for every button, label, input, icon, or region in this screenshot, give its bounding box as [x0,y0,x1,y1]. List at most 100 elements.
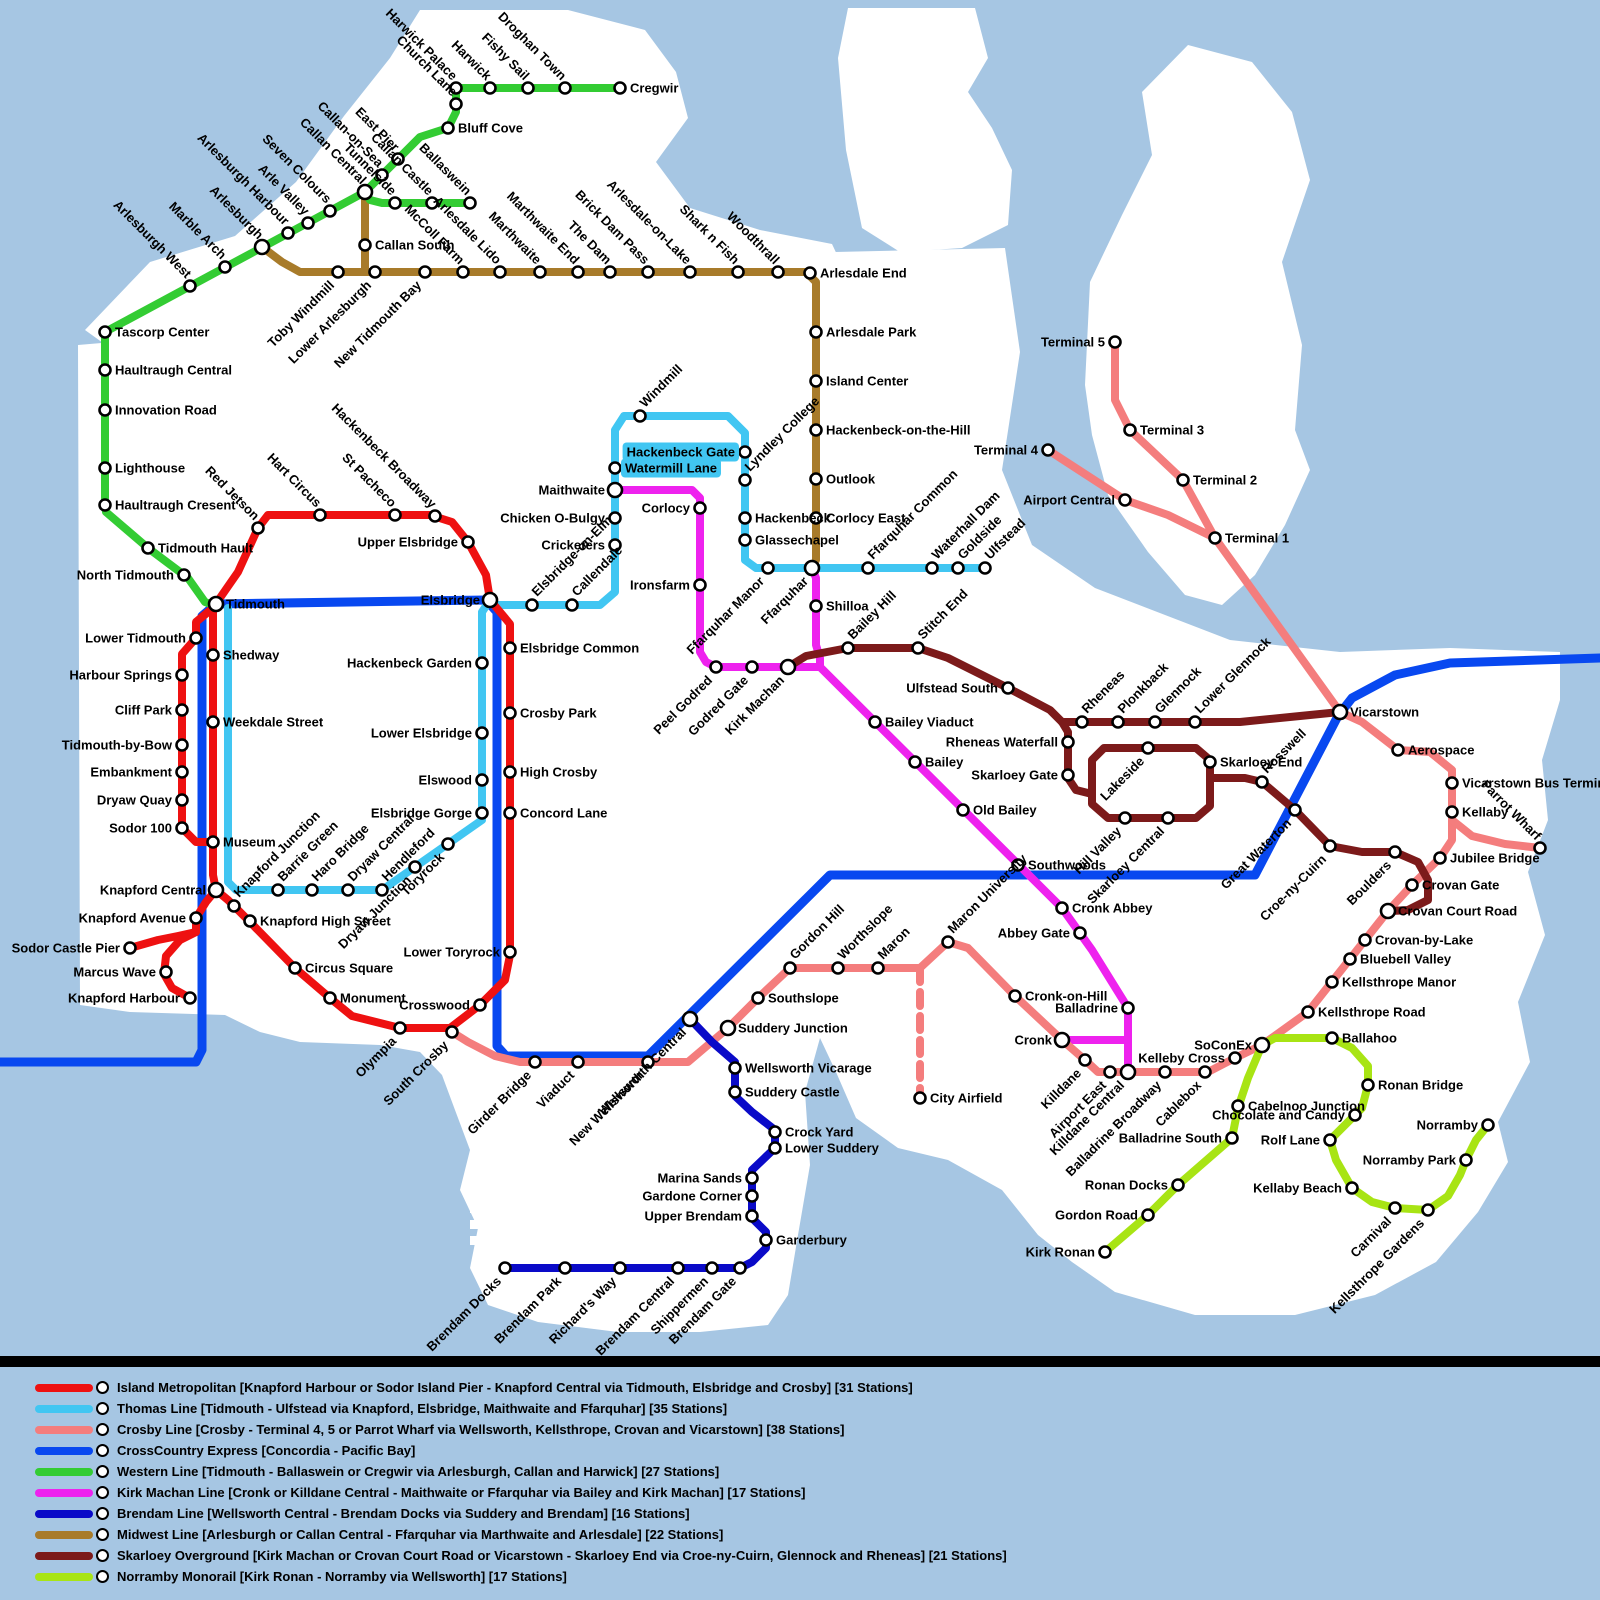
station-marker [323,991,337,1005]
station-label: Crovan-by-Lake [1375,933,1473,948]
station-marker [941,935,955,949]
dock-pier [470,1204,565,1213]
station-marker [456,265,470,279]
station-marker [868,715,882,729]
line-island-metropolitan [160,886,220,1002]
station-marker [449,97,463,111]
station-label: Terminal 3 [1140,423,1204,438]
station-label: Corlocy East [826,511,906,526]
station-label: Hackenbeck [755,511,832,526]
station-label: Lower Toryrock [403,945,500,960]
station-marker [1343,952,1357,966]
station-label: Chocolate and Candy [1212,1108,1346,1123]
station-marker [177,568,191,582]
station-marker [1075,715,1089,729]
legend-item: Western Line [Tidmouth - Ballaswein or C… [35,1461,1600,1482]
station-marker [1121,1001,1135,1015]
station-marker [206,835,220,849]
station-label: Ronan Docks [1085,1178,1168,1193]
station-marker [207,881,225,899]
station-marker [206,648,220,662]
station-marker [375,168,389,182]
station-label: Suddery Castle [745,1085,840,1100]
station-label: Marina Sands [657,1171,742,1186]
station-label: Knapford High Street [260,914,391,929]
station-marker [1161,811,1175,825]
station-marker [728,1085,742,1099]
legend-station-icon [96,1381,109,1394]
legend-label: Western Line [Tidmouth - Ballaswein or C… [117,1464,720,1479]
station-label: Southwoods [1028,858,1106,873]
station-marker [1301,1005,1315,1019]
station-marker [705,1261,719,1275]
station-label: Norramby Park [1363,1153,1457,1168]
station-marker [571,1055,585,1069]
station-label: Crosswood [399,998,470,1013]
station-label: Tidmouth [226,597,285,612]
station-marker [913,1091,927,1105]
station-marker [571,265,585,279]
legend-label: Thomas Line [Tidmouth - Ulfstead via Kna… [117,1401,728,1416]
station-label: Tidmouth Hault [158,541,254,556]
station-marker [731,265,745,279]
station-marker [809,374,823,388]
station-label-highlight [622,442,739,462]
station-label: Innovation Road [115,403,217,418]
station-marker [1323,1133,1337,1147]
station-marker [745,1189,759,1203]
station-marker [521,81,535,95]
station-marker [1176,473,1190,487]
station-marker [475,773,489,787]
station-marker [558,81,572,95]
station-label: Cronk-on-Hill [1025,989,1107,1004]
station-marker [1001,681,1015,695]
station-marker [809,325,823,339]
station-marker [313,508,327,522]
station-label: Crosby Park [520,706,597,721]
station-marker [728,1061,742,1075]
station-marker [908,755,922,769]
legend-label: Kirk Machan Line [Cronk or Killdane Cent… [117,1485,806,1500]
station-label: Hackenbeck-on-the-Hill [826,423,970,438]
station-marker [606,481,624,499]
station-marker [1188,715,1202,729]
station-marker [956,803,970,817]
station-marker [1041,443,1055,457]
station-marker [98,403,112,417]
station-marker [481,591,499,609]
station-label: Haultraugh Central [115,363,232,378]
station-marker [475,806,489,820]
station-marker [503,706,517,720]
station-marker [738,511,752,525]
station-label: Skarloey End [1220,755,1302,770]
station-label: Gardone Corner [642,1189,742,1204]
legend-label: CrossCountry Express [Concordia - Pacifi… [117,1443,416,1458]
station-marker [761,561,775,575]
station-marker [175,703,189,717]
station-marker [1098,1245,1112,1259]
station-marker [98,498,112,512]
station-marker [189,911,203,925]
station-marker [733,1261,747,1275]
station-marker [503,806,517,820]
station-marker [251,521,265,535]
station-marker [745,660,759,674]
station-label: Maithwaite [539,483,605,498]
station-label: Dryaw Quay [97,793,173,808]
station-marker [693,501,707,515]
station-marker [368,265,382,279]
station-marker [613,1261,627,1275]
station-marker [175,793,189,807]
station-marker [978,561,992,575]
station-label: Norramby [1417,1118,1479,1133]
station-marker [1361,1078,1375,1092]
station-marker [1171,1178,1185,1192]
station-label: Chicken O-Bulgy [500,511,606,526]
station-label: Circus Square [305,961,393,976]
station-marker [503,945,517,959]
station-marker [1103,1065,1117,1079]
station-label: Embankment [90,765,172,780]
station-marker [809,423,823,437]
station-marker [745,1171,759,1185]
station-marker [608,538,622,552]
